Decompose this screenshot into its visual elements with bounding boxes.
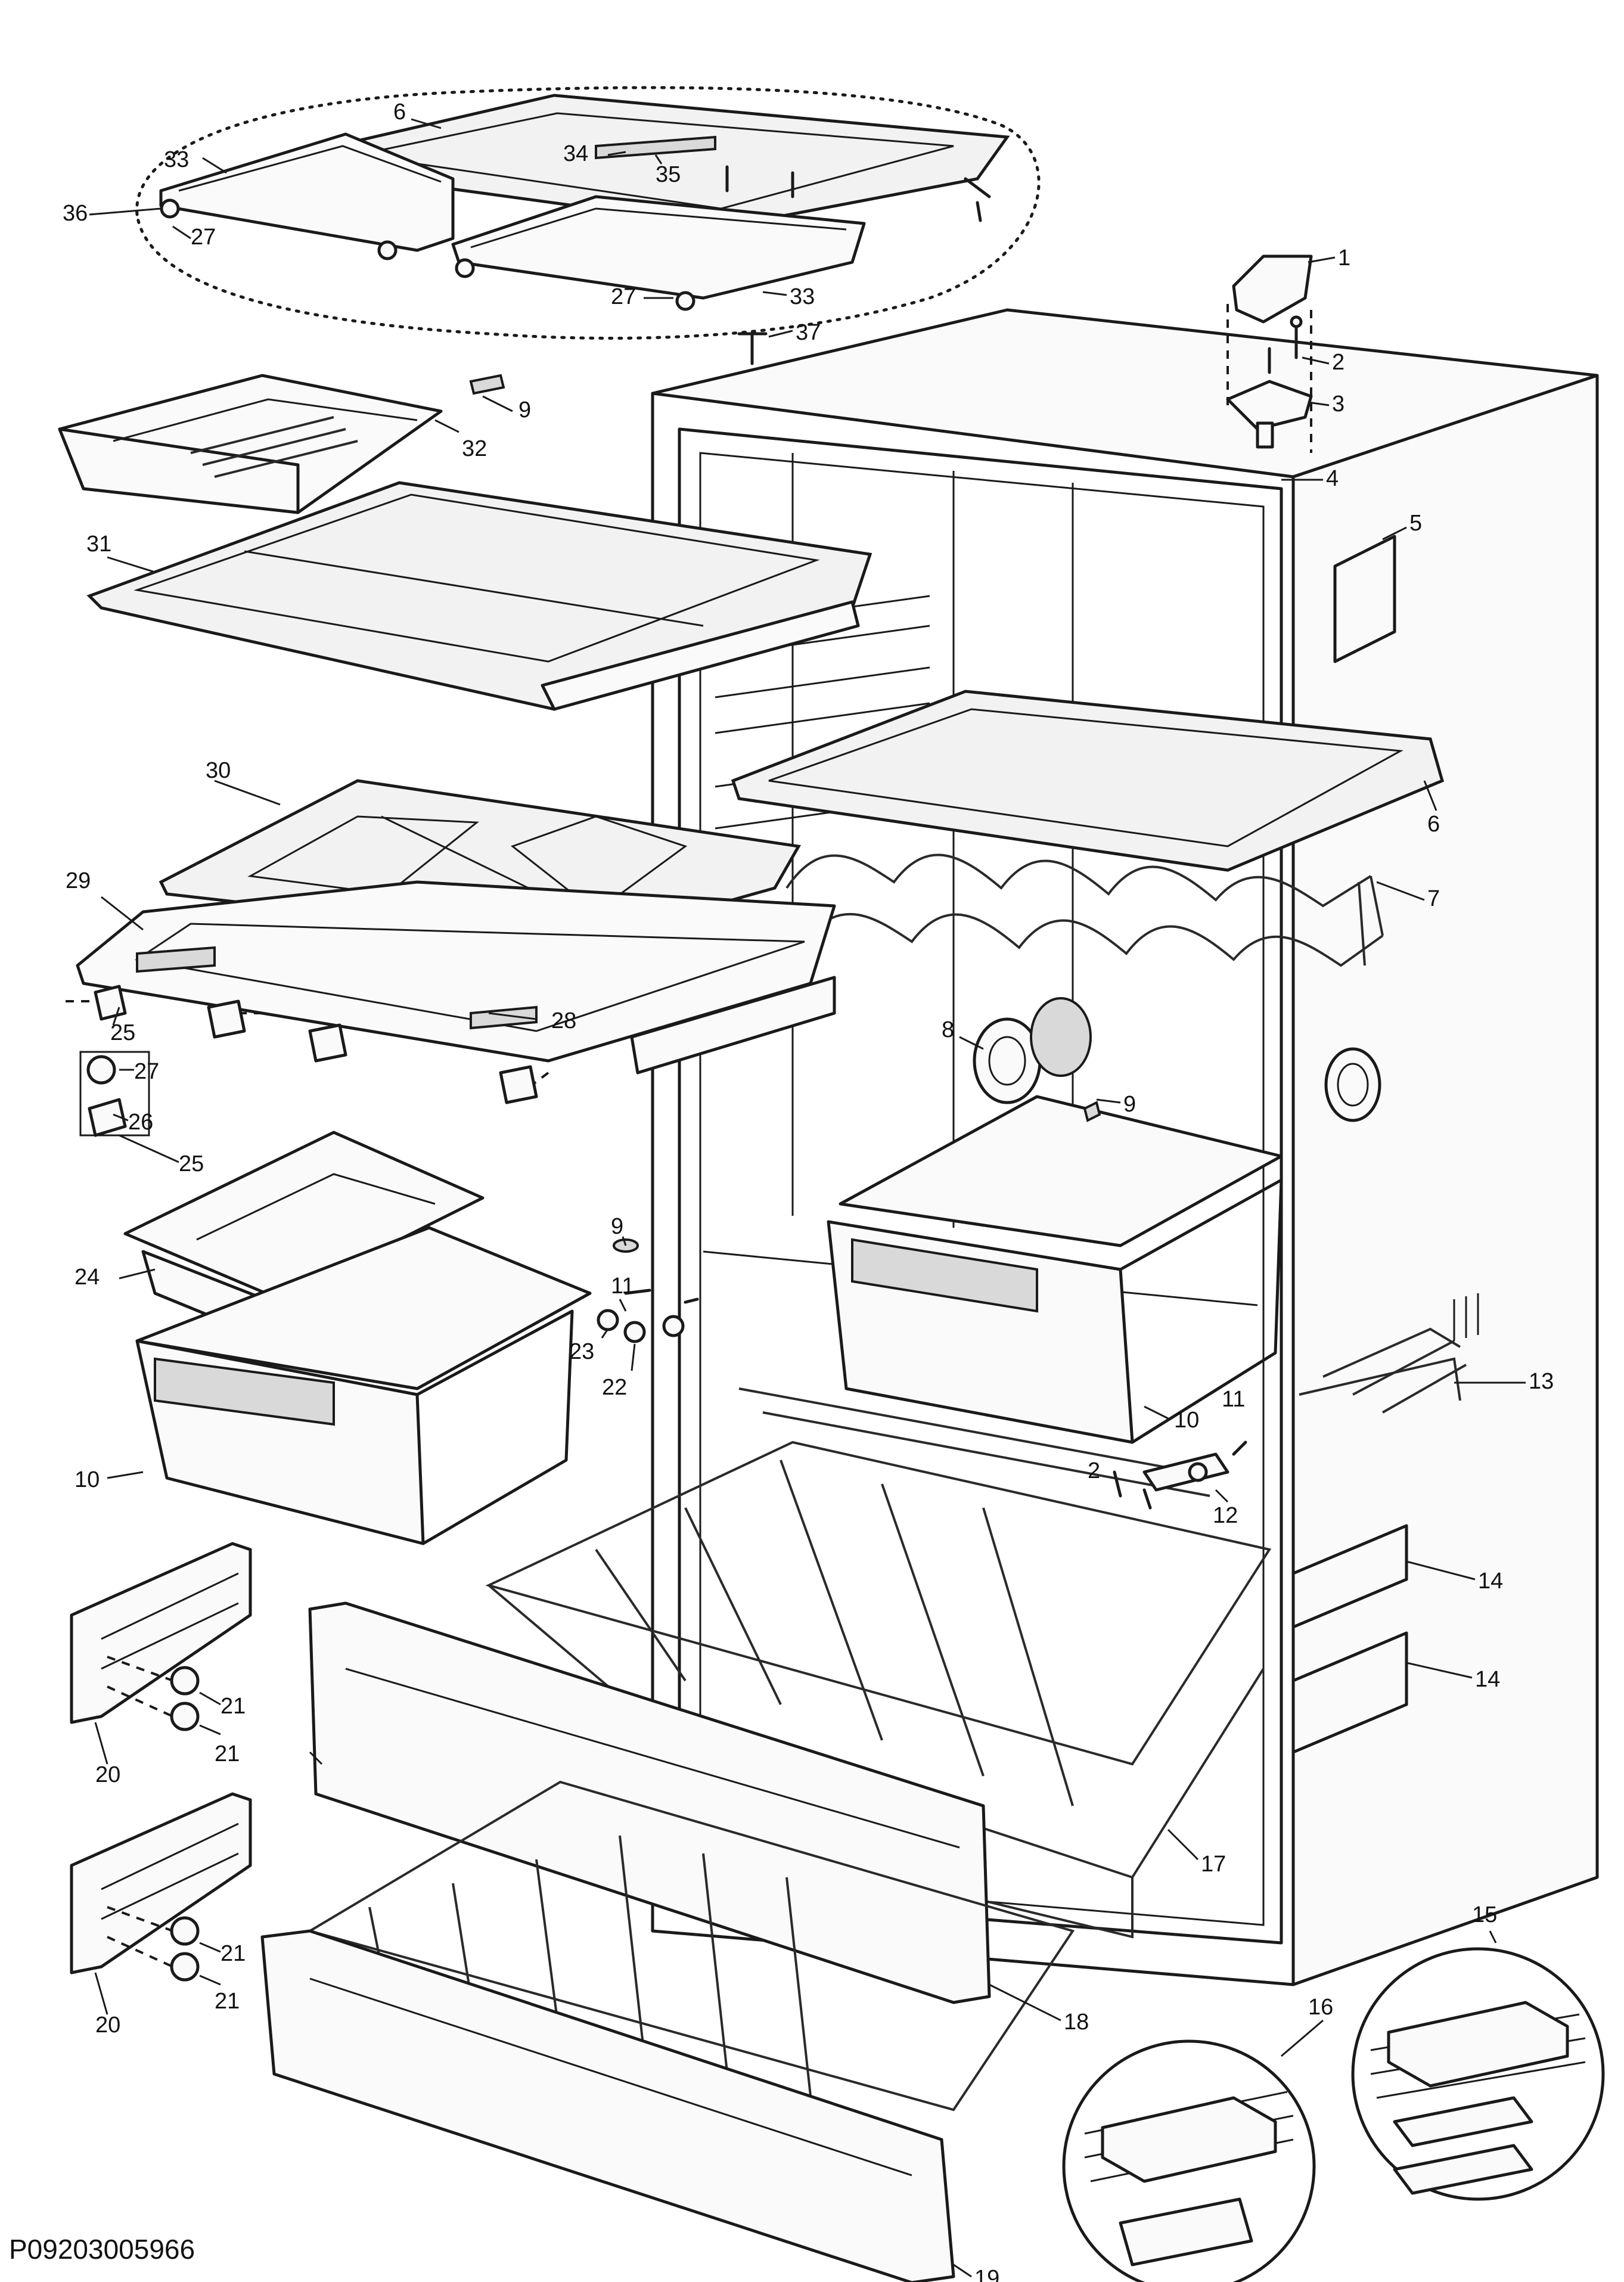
callout-20-lower: 20: [95, 2013, 120, 2038]
callout-9-center: 9: [1123, 1092, 1136, 1117]
callout-1: 1: [1338, 246, 1350, 271]
callout-34: 34: [563, 141, 588, 166]
callout-21-c: 21: [221, 1941, 246, 1966]
callout-37: 37: [796, 320, 821, 345]
detail-inset-15: [1351, 1947, 1605, 2201]
inset-25: [79, 1051, 150, 1137]
bracket-12: [1113, 1440, 1247, 1510]
callout-13: 13: [1529, 1369, 1554, 1394]
callout-4: 4: [1326, 466, 1339, 491]
callout-36: 36: [63, 201, 88, 226]
callout-14-upper: 14: [1478, 1569, 1503, 1594]
crisper-drawer-10-left: [135, 1226, 592, 1545]
diagram-code: P09203005966: [9, 2234, 195, 2265]
callout-7: 7: [1427, 886, 1440, 911]
callout-21-b: 21: [215, 1741, 240, 1766]
callout-10-left: 10: [74, 1467, 100, 1492]
callout-21-d: 21: [215, 1989, 240, 2014]
callout-8: 8: [942, 1017, 954, 1042]
detail-inset-16: [1062, 2039, 1316, 2282]
rail-20-lower: [70, 1792, 252, 1982]
leader-lines: [89, 118, 1526, 2278]
wire-shelf-13: [1299, 1327, 1467, 1414]
crisper-drawer-10-right: [827, 1095, 1283, 1444]
top-hinge-parts: [1226, 254, 1313, 453]
callout-5: 5: [1409, 511, 1422, 536]
rail-20-upper: [70, 1542, 252, 1731]
callout-19: 19: [974, 2266, 999, 2282]
callout-22: 22: [602, 1375, 627, 1400]
callout-30: 30: [206, 758, 231, 783]
callout-28: 28: [551, 1008, 576, 1033]
callout-23: 23: [569, 1339, 594, 1364]
screw-37: [737, 332, 768, 365]
callout-26: 26: [128, 1110, 153, 1135]
callout-2: 2: [1332, 350, 1344, 375]
callout-11-right: 11: [1222, 1387, 1245, 1412]
glass-shelf-6: [731, 690, 1445, 872]
shelf-frame-29: [66, 880, 836, 1104]
bracket-14: [1291, 1524, 1408, 1754]
callout-32: 32: [462, 436, 487, 461]
callout-9-left: 9: [611, 1214, 623, 1239]
small-parts-center: [597, 1238, 699, 1343]
callout-31: 31: [86, 532, 111, 557]
callout-27-inset: 27: [134, 1059, 159, 1084]
callout-33-left: 33: [164, 147, 189, 172]
callout-20-upper: 20: [95, 1762, 120, 1787]
callout-labels: 1 2 3 4 5 6 6 7 8 9 9 9 10 10 11 11 12 2…: [63, 100, 1554, 2282]
tray-32: [58, 374, 505, 514]
callout-21-a: 21: [221, 1694, 246, 1719]
callout-12: 12: [1213, 1503, 1238, 1528]
callout-2-lower: 2: [1088, 1458, 1100, 1483]
callout-6-top: 6: [393, 100, 406, 125]
drawer-basket-19: [260, 1780, 1075, 2282]
callout-17: 17: [1201, 1852, 1226, 1877]
callout-6-cabinet: 6: [1427, 812, 1440, 837]
callout-9-top: 9: [518, 398, 531, 423]
drawer-front-18: [308, 1601, 991, 2004]
glass-shelf-31: [86, 481, 872, 711]
callout-16: 16: [1308, 1995, 1333, 2020]
callout-27-left: 27: [191, 225, 216, 250]
callout-11-left: 11: [611, 1274, 634, 1299]
callout-27-right: 27: [611, 284, 636, 309]
shelf-assembly-36: [135, 86, 1041, 340]
wine-rack-7: [785, 853, 1384, 967]
callout-35: 35: [656, 162, 681, 187]
callout-14-lower: 14: [1475, 1667, 1500, 1692]
callout-29: 29: [66, 868, 91, 893]
callout-33-right: 33: [790, 284, 815, 309]
fan-8: [973, 997, 1381, 1122]
callout-3: 3: [1332, 392, 1344, 417]
callout-15: 15: [1472, 1902, 1497, 1927]
callout-25-b: 25: [179, 1151, 204, 1176]
callout-25-a: 25: [110, 1020, 135, 1045]
callout-18: 18: [1064, 2010, 1089, 2035]
callout-10-right: 10: [1174, 1408, 1199, 1433]
callout-24: 24: [74, 1265, 100, 1290]
